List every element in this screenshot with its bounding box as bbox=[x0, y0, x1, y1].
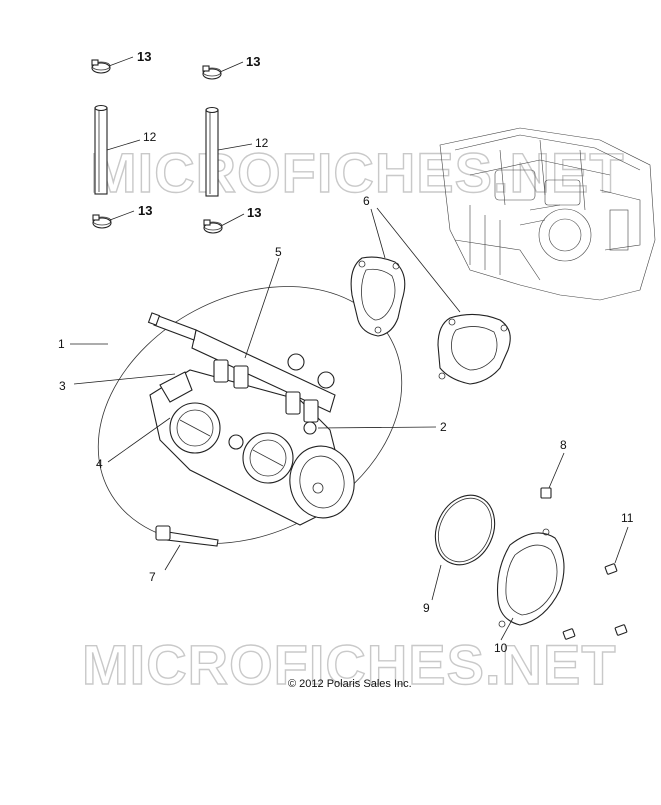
o-ring bbox=[434, 494, 496, 566]
callout-2: 2 bbox=[440, 420, 447, 434]
hose-left bbox=[94, 104, 108, 195]
throttle-body-assembly bbox=[147, 312, 355, 526]
callout-5: 5 bbox=[275, 245, 282, 259]
callout-3: 3 bbox=[59, 379, 66, 393]
callout-9: 9 bbox=[423, 601, 430, 615]
hose-right bbox=[205, 106, 219, 197]
callout-13b: 13 bbox=[246, 54, 260, 69]
callout-1: 1 bbox=[58, 337, 65, 351]
callout-11: 11 bbox=[621, 511, 634, 525]
callout-12a: 12 bbox=[143, 130, 157, 144]
bolt-7 bbox=[155, 525, 219, 547]
watermark-top: MICROFICHES.NET bbox=[90, 141, 625, 204]
gasket-upper bbox=[350, 256, 406, 337]
callout-labels: 13 13 13 13 12 12 5 6 1 3 2 4 8 11 7 9 1… bbox=[58, 49, 634, 655]
callout-7: 7 bbox=[149, 570, 156, 584]
leader-lines bbox=[70, 56, 629, 641]
callout-13d: 13 bbox=[247, 205, 261, 220]
watermark-bottom: MICROFICHES.NET bbox=[82, 633, 617, 696]
gasket-lower bbox=[437, 313, 511, 385]
callout-8: 8 bbox=[560, 438, 567, 452]
hose-clamp-bottom-right bbox=[203, 219, 223, 234]
bolt-8 bbox=[540, 487, 552, 499]
copyright-text: © 2012 Polaris Sales Inc. bbox=[288, 678, 412, 690]
cover-plate bbox=[496, 528, 565, 628]
hose-clamp-top-right bbox=[202, 65, 222, 80]
callout-6: 6 bbox=[363, 194, 370, 208]
hose-clamp-bottom-left bbox=[92, 214, 112, 229]
engine-block-illustration bbox=[439, 127, 656, 301]
hose-clamp-top-left bbox=[91, 59, 111, 74]
screws-11 bbox=[562, 563, 628, 640]
callout-13c: 13 bbox=[138, 203, 152, 218]
callout-10: 10 bbox=[494, 641, 508, 655]
callout-12b: 12 bbox=[255, 136, 269, 150]
callout-4: 4 bbox=[96, 457, 103, 471]
callout-13a: 13 bbox=[137, 49, 151, 64]
